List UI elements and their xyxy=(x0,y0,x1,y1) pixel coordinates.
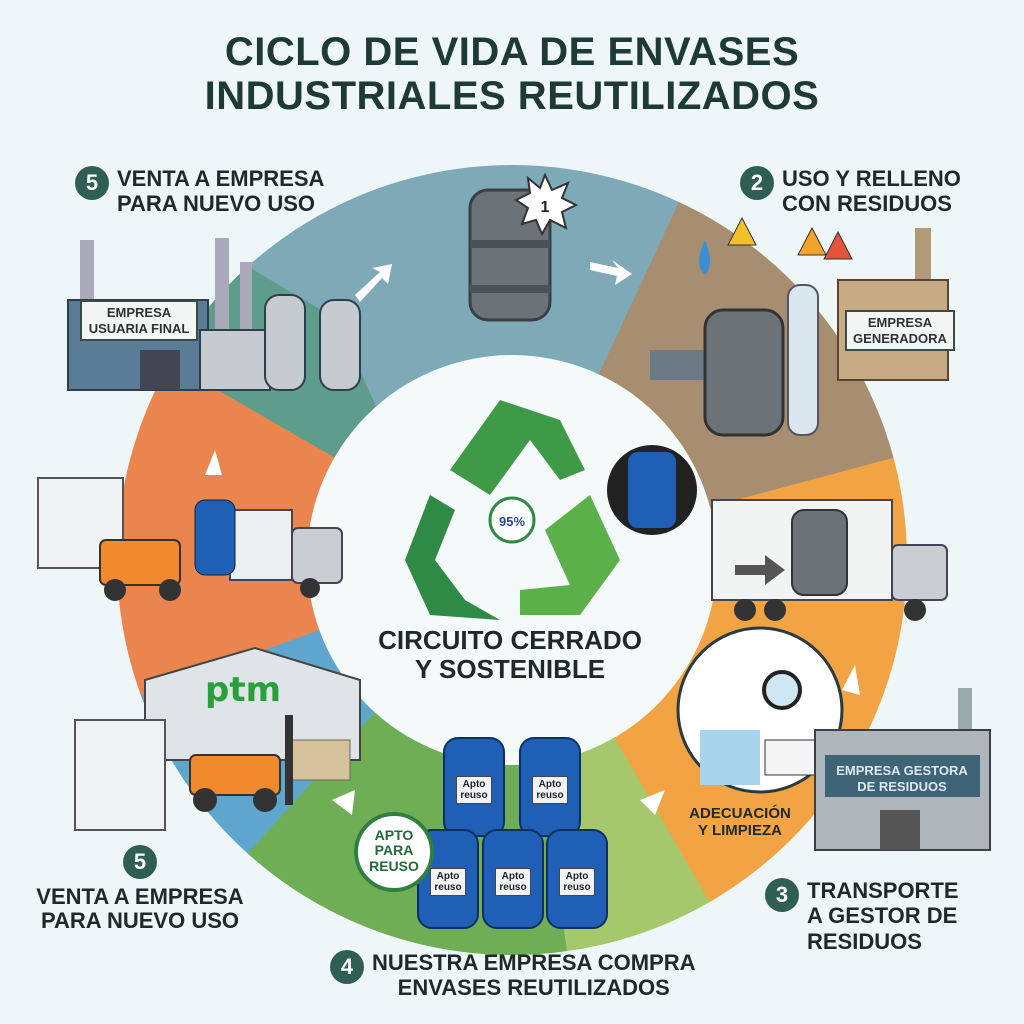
barrel-label: Apto reuso xyxy=(430,868,466,896)
cleaning-inspection-icon xyxy=(676,626,844,794)
center-line-1: Circuito cerrado xyxy=(378,625,642,655)
center-badge: 95% xyxy=(499,514,525,529)
forklift-icon xyxy=(99,499,236,601)
step-number-badge: 5 xyxy=(75,166,109,200)
apto-para-reuso-text: Aptoparareuso xyxy=(360,827,428,874)
badge-line: para xyxy=(374,842,414,859)
title-line-1: Ciclo de vida de envases xyxy=(224,30,800,74)
arrow-icon xyxy=(332,790,355,815)
star-badge-icon xyxy=(514,172,579,237)
blue-barrel-icon xyxy=(607,445,697,535)
step-line: Nuestra empresa compra xyxy=(372,950,696,975)
cleaning-caption: Adecuacióny limpieza xyxy=(680,805,800,839)
ptm-warehouse-icon xyxy=(144,646,361,781)
barrel-label: Apto reuso xyxy=(532,776,568,804)
barrel-label: Apto reuso xyxy=(559,868,595,896)
ibc-tank-icon xyxy=(74,719,166,831)
caption-line: y limpieza xyxy=(698,821,782,839)
page-title: Ciclo de vida de envasesindustriales reu… xyxy=(0,30,1024,118)
step-line: con residuos xyxy=(782,191,952,217)
step-line: Transporte xyxy=(807,878,959,903)
step-line: Uso y relleno xyxy=(782,166,961,191)
step-line: a gestor de xyxy=(807,903,958,929)
badge-line: reuso xyxy=(369,857,419,874)
forklift-icon xyxy=(189,715,293,812)
flow-arrows xyxy=(205,260,860,815)
step-line: para nuevo uso xyxy=(40,908,240,934)
step-number-badge: 2 xyxy=(740,166,774,200)
arrow-icon xyxy=(640,790,665,815)
recycle-icon xyxy=(405,400,620,620)
step-2: 2 Uso y rellenocon residuos xyxy=(740,166,961,217)
step-number-badge: 3 xyxy=(765,878,799,912)
sign-generadora: Empresa Generadora xyxy=(845,310,955,352)
center-circle xyxy=(307,355,717,765)
ptm-logo: ptm xyxy=(205,670,282,710)
center-line-2: y sostenible xyxy=(414,653,606,684)
step-line: Venta a empresa xyxy=(36,884,244,909)
apto-para-reuso-badge xyxy=(354,812,434,892)
step-number-badge: 5 xyxy=(123,845,157,879)
step-5-top: 5 Venta a empresapara nuevo uso xyxy=(75,166,324,217)
step-4: 4 Nuestra empresa compraenvases reutiliza… xyxy=(330,950,696,1001)
caption-line: Adecuación xyxy=(689,805,791,822)
waste-barrel-icon xyxy=(703,308,785,437)
barrel-label: Apto reuso xyxy=(456,776,492,804)
step-3: 3 Transportea gestor deresiduos xyxy=(765,878,959,954)
arrow-icon xyxy=(590,260,632,285)
delivery-truck-icon xyxy=(229,509,343,598)
step-line: envases reutilizados xyxy=(397,975,670,1001)
step-line: residuos xyxy=(807,928,922,954)
truck-icon xyxy=(711,499,948,621)
arrow-icon xyxy=(355,264,392,302)
step-5-bottom: 5Venta a empresapara nuevo uso xyxy=(35,845,245,933)
badge-line: Apto xyxy=(374,827,414,843)
sign-usuaria-final: Empresa Usuaria Final xyxy=(80,300,198,342)
barrel-label: Apto reuso xyxy=(495,868,531,896)
arrow-icon xyxy=(205,450,222,475)
center-caption: Circuito cerradoy sostenible xyxy=(360,626,660,683)
step-line: para nuevo uso xyxy=(117,191,316,217)
hazmat-worker-icon xyxy=(787,284,819,436)
step-1-number: 1 xyxy=(541,199,550,216)
title-line-2: industriales reutilizados xyxy=(204,74,820,118)
step-number-badge: 4 xyxy=(330,950,364,984)
step-line: Venta a empresa xyxy=(117,166,325,191)
hazard-signs-icon xyxy=(699,216,853,275)
sign-gestora: Empresa Gestora de Residuos xyxy=(828,760,976,798)
arrow-icon xyxy=(842,665,860,695)
